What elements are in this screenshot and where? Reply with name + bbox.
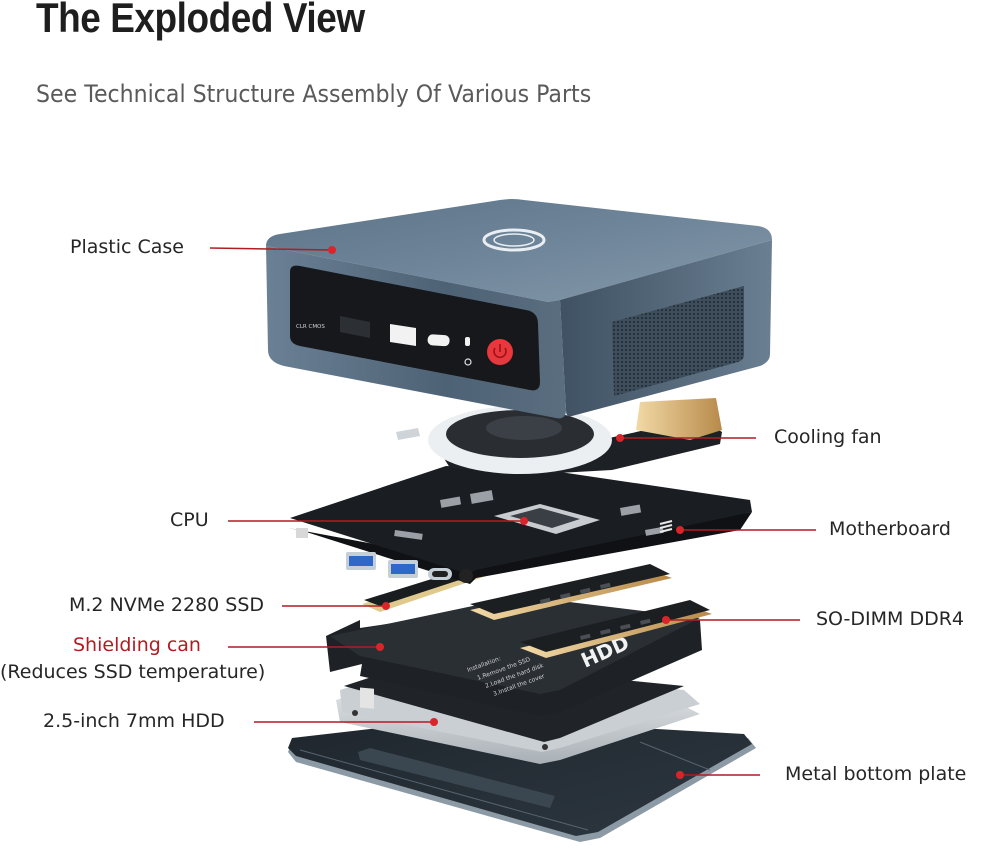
label-cpu: CPU [170,509,209,531]
callout-line-motherboard [676,526,816,534]
page-subtitle: See Technical Structure Assembly Of Vari… [36,80,592,108]
callout-line-so-dimm [662,616,800,624]
motherboard [288,466,752,584]
callout-line-plastic-case [209,246,336,254]
label-bottom-plate: Metal bottom plate [785,763,967,785]
page-title: The Exploded View [36,0,365,41]
callout-line-ssd [282,602,390,610]
label-motherboard: Motherboard [829,518,951,540]
cooling-fan [396,398,722,474]
so-dimm-modules [470,564,712,658]
metal-bottom-plate [288,718,756,842]
label-ssd: M.2 NVMe 2280 SSD [69,594,265,616]
callout-line-shielding-can [228,643,384,651]
label-plastic-case: Plastic Case [70,236,184,258]
callout-line-hdd [254,718,438,726]
label-cooling-fan: Cooling fan [774,426,882,448]
callout-line-cooling-fan [616,434,756,442]
label-hdd: 2.5-inch 7mm HDD [43,710,225,732]
label-so-dimm: SO-DIMM DDR4 [816,608,965,630]
label-shielding-can: Shielding can [73,634,201,656]
callout-line-cpu [228,517,528,525]
callout-lines [209,246,816,779]
plastic-case: CLR CMOS [266,199,772,419]
callout-line-bottom-plate [676,771,760,779]
clr-cmos-label: CLR CMOS [296,324,325,330]
label-shielding-note: (Reduces SSD temperature) [0,661,266,683]
usb-ports [296,528,473,583]
